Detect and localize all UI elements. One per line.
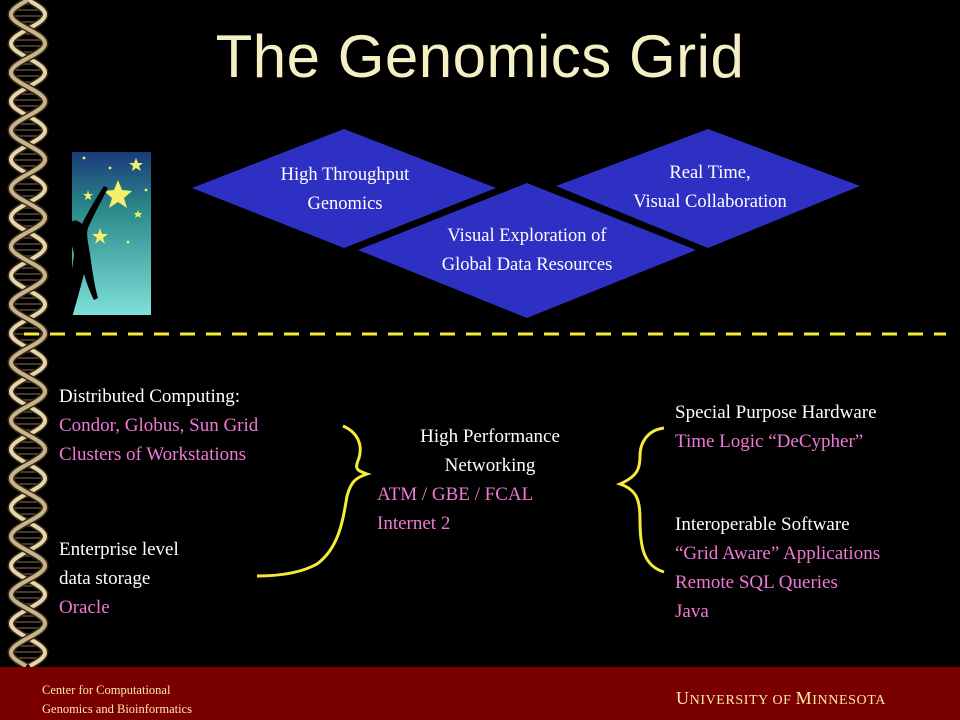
diamond-label-high-throughput: High Throughput Genomics	[280, 165, 410, 214]
enterprise-heading-line1: Enterprise level	[59, 539, 179, 560]
diamond-high-throughput	[192, 129, 496, 248]
diamond-label-visual-exploration: Visual Exploration of Global Data Resour…	[441, 226, 613, 275]
list-item: Java	[675, 601, 709, 622]
list-item: Oracle	[59, 597, 110, 618]
list-item: Time Logic “DeCypher”	[675, 431, 864, 452]
left-brace	[256, 424, 372, 578]
diamond-label-real-time: Real Time, Visual Collaboration	[633, 163, 787, 212]
slide-title: The Genomics Grid	[215, 23, 745, 90]
diamond-diagram	[192, 129, 860, 318]
list-item: “Grid Aware” Applications	[675, 543, 881, 564]
footer-center-name: Center for Computational Genomics and Bi…	[42, 683, 192, 716]
enterprise-heading-line2: data storage	[59, 568, 151, 589]
dna-helix-icon	[7, 0, 49, 667]
enterprise-storage-block: Enterprise level data storage Oracle	[59, 535, 179, 622]
list-item: Internet 2	[377, 513, 451, 534]
interoperable-software-block: Interoperable Software “Grid Aware” Appl…	[675, 510, 880, 626]
list-item: ATM / GBE / FCAL	[377, 484, 534, 505]
list-item: Condor, Globus, Sun Grid	[59, 415, 259, 436]
special-hardware-heading: Special Purpose Hardware	[675, 402, 877, 423]
diamond-real-time	[556, 129, 860, 248]
right-brace	[615, 426, 665, 574]
interoperable-software-heading: Interoperable Software	[675, 514, 850, 535]
reaching-for-stars-icon	[62, 152, 151, 332]
footer-university-name: UNIVERSITY OF MINNESOTA	[676, 688, 886, 708]
dashed-divider	[24, 332, 946, 336]
diamond-visual-exploration	[358, 183, 696, 318]
list-item: Clusters of Workstations	[59, 444, 247, 465]
networking-heading-line2: Networking	[444, 455, 536, 476]
networking-heading-line1: High Performance	[420, 426, 560, 447]
networking-block: High Performance Networking ATM / GBE / …	[377, 422, 607, 538]
footer-bar	[0, 667, 960, 720]
special-hardware-block: Special Purpose Hardware Time Logic “DeC…	[675, 398, 877, 456]
distributed-computing-heading: Distributed Computing:	[59, 386, 241, 407]
list-item: Remote SQL Queries	[675, 572, 838, 593]
distributed-computing-block: Distributed Computing: Condor, Globus, S…	[59, 382, 258, 469]
